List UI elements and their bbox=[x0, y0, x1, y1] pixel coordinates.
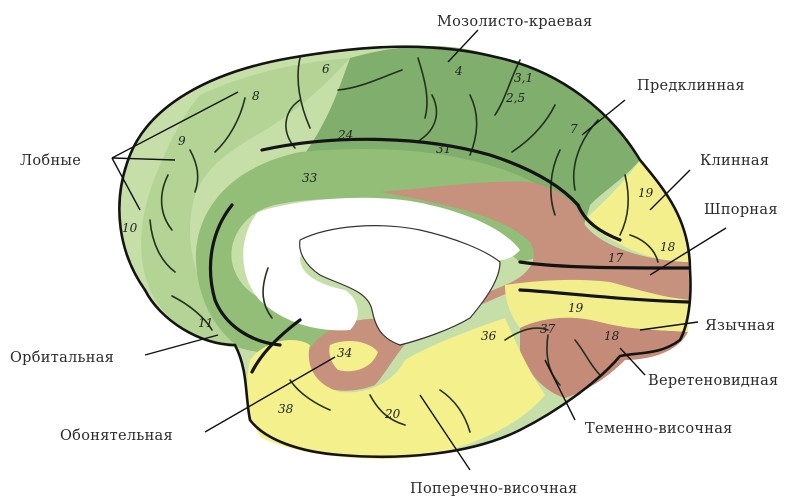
area-number: 10 bbox=[122, 221, 138, 235]
area-number: 18 bbox=[660, 240, 676, 254]
area-number: 8 bbox=[252, 89, 260, 103]
label-fusiform: Веретеновидная bbox=[648, 373, 779, 389]
area-number: 18 bbox=[604, 329, 620, 343]
area-number: 2,5 bbox=[505, 91, 525, 105]
area-number: 9 bbox=[178, 134, 186, 148]
area-number: 7 bbox=[570, 122, 578, 136]
label-olfactory: Обонятельная bbox=[60, 428, 173, 444]
area-number: 33 bbox=[302, 171, 318, 185]
label-lingual: Язычная bbox=[705, 318, 775, 334]
label-orbital: Орбитальная bbox=[10, 350, 114, 366]
area-number: 4 bbox=[454, 64, 463, 78]
area-number: 24 bbox=[337, 128, 353, 142]
area-number: 11 bbox=[198, 316, 213, 330]
area-number: 38 bbox=[278, 402, 294, 416]
area-number: 20 bbox=[384, 407, 401, 421]
area-number: 34 bbox=[337, 346, 352, 360]
label-frontal: Лобные bbox=[20, 153, 81, 169]
label-precuneus: Предклинная bbox=[637, 78, 745, 94]
area-number: 17 bbox=[608, 251, 624, 265]
area-number: 37 bbox=[540, 322, 556, 336]
area-number: 31 bbox=[436, 142, 451, 156]
area-number: 19 bbox=[638, 186, 654, 200]
label-transverse-temporal: Поперечно-височная bbox=[410, 481, 577, 497]
area-number: 36 bbox=[481, 329, 497, 343]
label-paracentral: Мозолисто-краевая bbox=[437, 14, 593, 30]
area-number: 19 bbox=[568, 301, 584, 315]
area-number: 6 bbox=[322, 62, 330, 76]
label-calcarine: Шпорная bbox=[704, 202, 778, 218]
label-parieto-temporal: Теменно-височная bbox=[585, 421, 733, 437]
label-cuneus: Клинная bbox=[700, 153, 769, 169]
area-number: 3,1 bbox=[514, 71, 533, 85]
